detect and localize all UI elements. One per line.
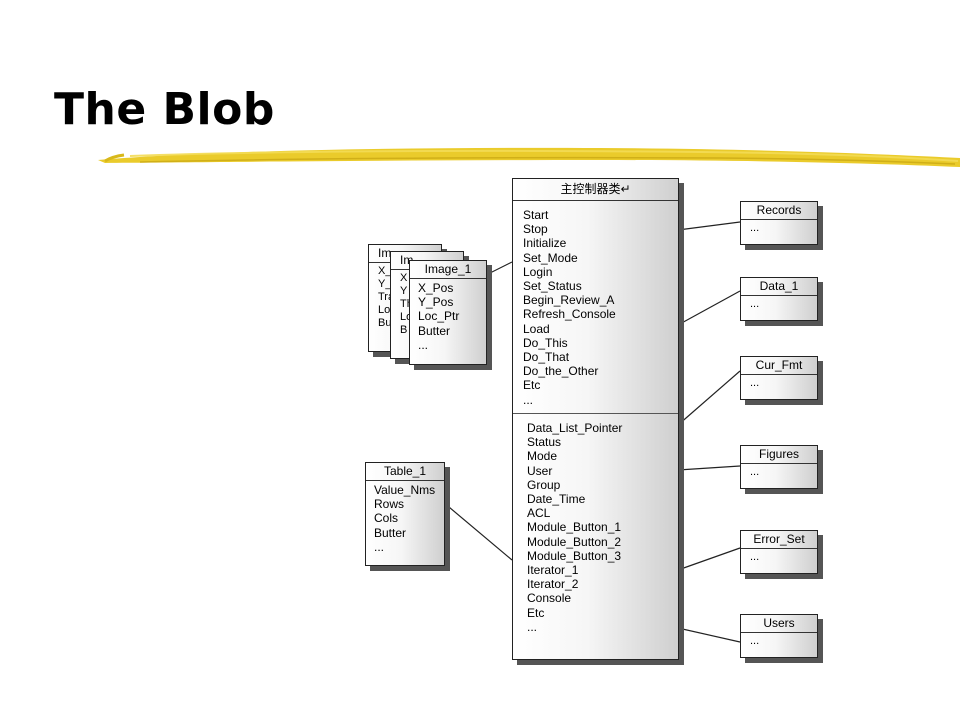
image-back-item: X_ xyxy=(378,265,392,277)
image-back-items: X_ Y_ Tra Lo Bu xyxy=(369,263,441,330)
table-class: Table_1 Value_Nms Rows Cols Butter ... xyxy=(365,462,445,566)
attribute-item: Module_Button_3 xyxy=(527,548,622,563)
attribute-item: Module_Button_1 xyxy=(527,520,622,535)
error-set-class: Error_Set ... xyxy=(740,530,818,574)
image-1-item: X_Pos xyxy=(418,281,454,295)
table-1-attributes: Value_Nms Rows Cols Butter ... xyxy=(366,481,444,554)
attribute-item: Etc xyxy=(527,605,545,620)
cur-fmt-header: Cur_Fmt xyxy=(741,357,817,375)
cur-fmt-item: ... xyxy=(750,377,760,389)
operation-item: Initialize xyxy=(523,236,567,251)
image-class-front: Image_1 X_Pos Y_Pos Loc_Ptr Butter ... xyxy=(409,260,487,365)
users-items: ... xyxy=(741,633,817,648)
image-1-attributes: X_Pos Y_Pos Loc_Ptr Butter ... xyxy=(410,279,486,352)
image-1-item: Y_Pos xyxy=(418,295,454,310)
table-1-item: Value_Nms xyxy=(374,483,436,497)
attribute-item: ACL xyxy=(527,506,551,521)
operation-item: Etc xyxy=(523,378,541,393)
cur-fmt-items: ... xyxy=(741,375,817,390)
attribute-item: Iterator_1 xyxy=(527,563,579,578)
operation-item: Start xyxy=(523,208,549,222)
table-1-item: Cols xyxy=(374,511,399,526)
operation-item: Begin_Review_A xyxy=(523,293,615,308)
image-1-item: Butter xyxy=(418,323,451,338)
attribute-item: Data_List_Pointer xyxy=(527,421,623,435)
main-class-attributes: Data_List_Pointer Status Mode User Group… xyxy=(513,414,678,634)
attribute-item: Date_Time xyxy=(527,492,586,507)
operation-item: Do_This xyxy=(523,335,568,350)
operation-item: Do_That xyxy=(523,350,570,365)
operation-item: ... xyxy=(523,392,534,407)
title-underline-stroke xyxy=(98,147,960,167)
attribute-item: Module_Button_2 xyxy=(527,534,622,549)
image-middle-item: Y xyxy=(400,285,408,297)
image-1-item: ... xyxy=(418,337,429,352)
data-1-items: ... xyxy=(741,296,817,311)
operation-item: Refresh_Console xyxy=(523,307,616,322)
operation-item: Load xyxy=(523,321,550,336)
attribute-item: User xyxy=(527,463,553,478)
main-class-header: 主控制器类↵ xyxy=(513,179,678,201)
operation-item: Login xyxy=(523,264,553,279)
cur-fmt-class: Cur_Fmt ... xyxy=(740,356,818,400)
table-1-header: Table_1 xyxy=(366,463,444,481)
figures-class: Figures ... xyxy=(740,445,818,489)
attribute-item: Iterator_2 xyxy=(527,577,579,592)
records-header: Records xyxy=(741,202,817,220)
figures-items: ... xyxy=(741,464,817,479)
table-1-item: ... xyxy=(374,539,385,554)
figures-item: ... xyxy=(750,466,760,478)
image-1-header: Image_1 xyxy=(410,261,486,279)
image-back-item: Y_ xyxy=(378,278,392,290)
table-1-item: Rows xyxy=(374,497,405,512)
records-item: ... xyxy=(750,222,760,234)
image-back-item: Lo xyxy=(378,304,391,316)
main-class-operations: Start Stop Initialize Set_Mode Login Set… xyxy=(513,201,678,414)
operation-item: Set_Mode xyxy=(523,250,578,265)
attribute-item: Console xyxy=(527,591,572,606)
slide-title: The Blob xyxy=(54,84,275,135)
users-item: ... xyxy=(750,635,760,647)
data-1-header: Data_1 xyxy=(741,278,817,296)
image-middle-item: B xyxy=(400,324,408,336)
operation-item: Set_Status xyxy=(523,279,582,294)
main-controller-class: 主控制器类↵ Start Stop Initialize Set_Mode Lo… xyxy=(512,178,679,660)
table-1-item: Butter xyxy=(374,525,407,540)
attribute-item: ... xyxy=(527,619,538,634)
users-class: Users ... xyxy=(740,614,818,658)
image-middle-item: X xyxy=(400,272,408,284)
figures-header: Figures xyxy=(741,446,817,464)
image-back-item: Bu xyxy=(378,317,392,329)
data-1-item: ... xyxy=(750,298,760,310)
users-header: Users xyxy=(741,615,817,633)
error-set-header: Error_Set xyxy=(741,531,817,549)
records-class: Records ... xyxy=(740,201,818,245)
image-1-item: Loc_Ptr xyxy=(418,309,460,324)
error-set-items: ... xyxy=(741,549,817,564)
operation-item: Do_the_Other xyxy=(523,364,599,379)
attribute-item: Group xyxy=(527,477,561,492)
error-set-item: ... xyxy=(750,551,760,563)
records-items: ... xyxy=(741,220,817,235)
attribute-item: Mode xyxy=(527,449,558,464)
data-1-class: Data_1 ... xyxy=(740,277,818,321)
operation-item: Stop xyxy=(523,222,548,237)
attribute-item: Status xyxy=(527,435,562,450)
